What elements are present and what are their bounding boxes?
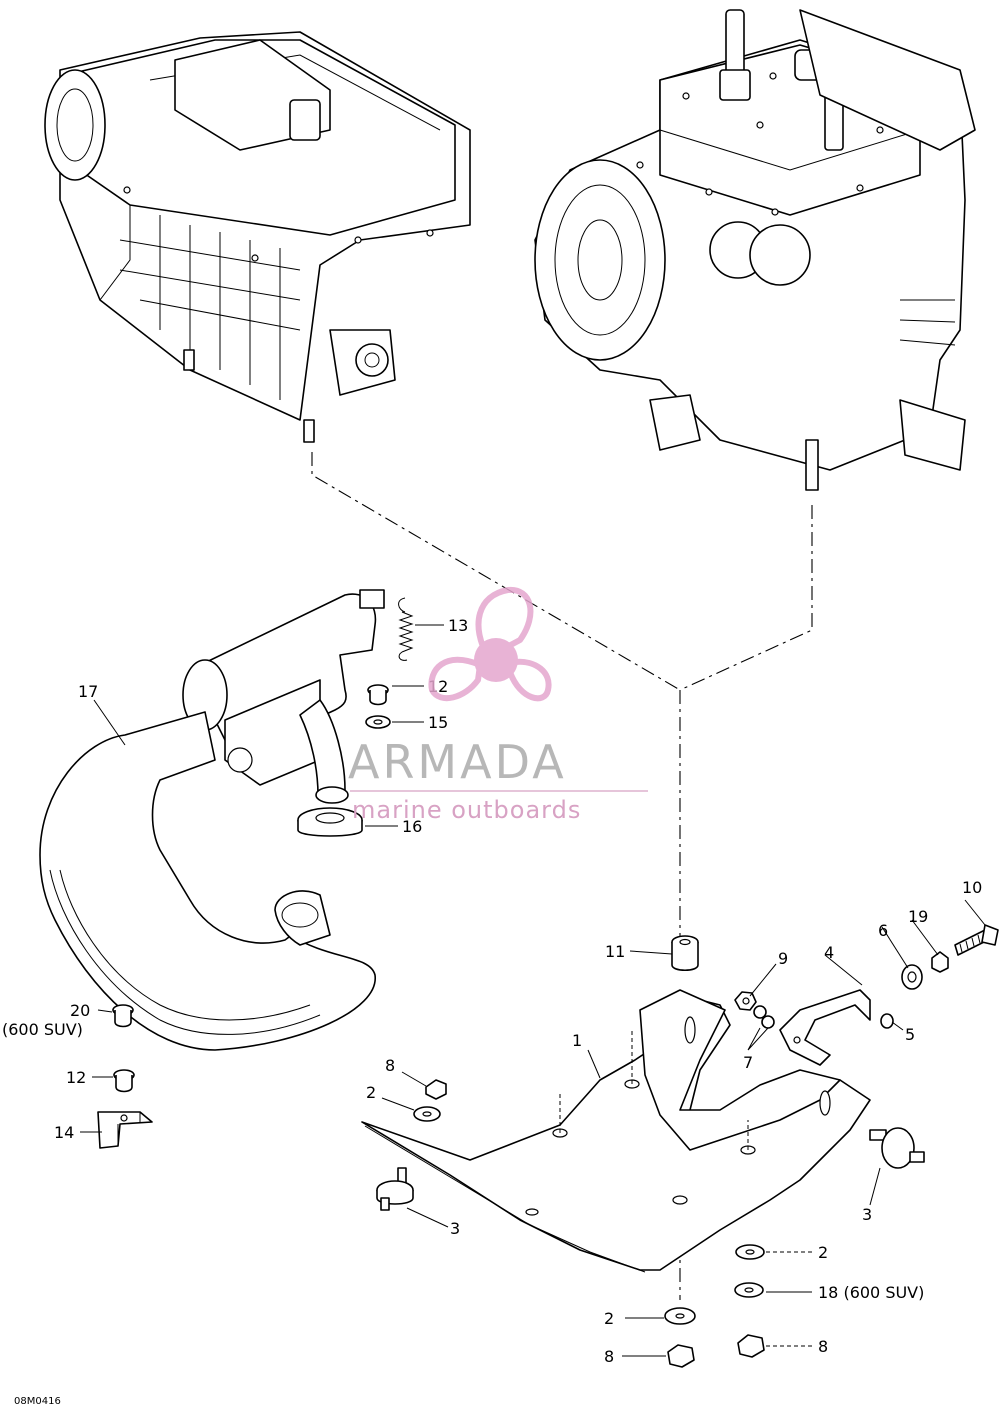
callout-1: 1 xyxy=(572,1031,582,1050)
callout-7: 7 xyxy=(743,1053,753,1072)
nut-8-upper xyxy=(425,1079,447,1100)
callout-14: 14 xyxy=(54,1123,74,1142)
nut-8-lower-right xyxy=(737,1334,765,1358)
callout-8-right: 8 xyxy=(818,1337,828,1356)
washer-2-lower-center xyxy=(664,1307,696,1325)
callout-8-upper: 8 xyxy=(385,1056,395,1075)
callout-9: 9 xyxy=(778,949,788,968)
assembly-centerlines xyxy=(311,452,813,1300)
watermark-tagline: marine outboards xyxy=(352,796,581,824)
callout-6: 6 xyxy=(878,921,888,940)
grommet-20 xyxy=(112,1004,134,1028)
callout-18: 18 (600 SUV) xyxy=(818,1283,924,1302)
washer-18 xyxy=(734,1282,764,1298)
callout-20-note: (600 SUV) xyxy=(2,1020,83,1039)
callout-2-center: 2 xyxy=(604,1309,614,1328)
nut-8-lower-center xyxy=(667,1344,695,1368)
callout-17: 17 xyxy=(78,682,98,701)
callout-13: 13 xyxy=(448,616,468,635)
propeller-icon xyxy=(428,586,552,702)
leader-lines xyxy=(80,624,986,1357)
callout-12-lower: 12 xyxy=(66,1068,86,1087)
callout-15: 15 xyxy=(428,713,448,732)
callout-2-right: 2 xyxy=(818,1243,828,1262)
gasket-16 xyxy=(297,807,363,837)
callout-4: 4 xyxy=(824,943,834,962)
nut-9 xyxy=(734,991,757,1011)
washer-15 xyxy=(365,715,391,729)
callout-16: 16 xyxy=(402,817,422,836)
callouts: 13 12 15 16 17 11 1 9 4 6 19 10 5 7 8 2 … xyxy=(2,616,982,1366)
bushing-6 xyxy=(901,964,923,990)
grommet-12-top xyxy=(367,684,389,706)
grommet-12-lower xyxy=(113,1069,135,1093)
engine-left xyxy=(44,31,471,443)
rubber-mount-3-right xyxy=(869,1127,925,1169)
spring-13 xyxy=(398,597,414,661)
bolt-10 xyxy=(954,924,999,956)
watermark-brand: ARMADA xyxy=(348,735,567,789)
callout-8-center: 8 xyxy=(604,1347,614,1366)
callout-20: 20 xyxy=(70,1001,90,1020)
bracket-14 xyxy=(97,1111,153,1149)
callout-10: 10 xyxy=(962,878,982,897)
spacer-11 xyxy=(671,935,699,972)
nut-19 xyxy=(931,951,949,973)
rubber-mount-3-left xyxy=(376,1167,414,1211)
washer-5 xyxy=(880,1013,894,1029)
washer-2-upper xyxy=(413,1106,441,1122)
callout-3-right: 3 xyxy=(862,1205,872,1224)
callout-11: 11 xyxy=(605,942,625,961)
washer-2-lower-right xyxy=(735,1244,765,1260)
exhaust-muffler-17 xyxy=(39,589,385,1051)
callout-2-upper: 2 xyxy=(366,1083,376,1102)
callout-19: 19 xyxy=(908,907,928,926)
bracket-4 xyxy=(779,989,871,1066)
callout-3-left: 3 xyxy=(450,1219,460,1238)
drawing-code: 08M0416 xyxy=(14,1396,61,1407)
engine-right xyxy=(534,9,976,491)
lock-washers-7 xyxy=(753,1005,775,1029)
armada-watermark: ARMADA marine outboards xyxy=(348,586,648,824)
callout-5: 5 xyxy=(905,1025,915,1044)
engine-support-plate-1 xyxy=(361,989,871,1273)
